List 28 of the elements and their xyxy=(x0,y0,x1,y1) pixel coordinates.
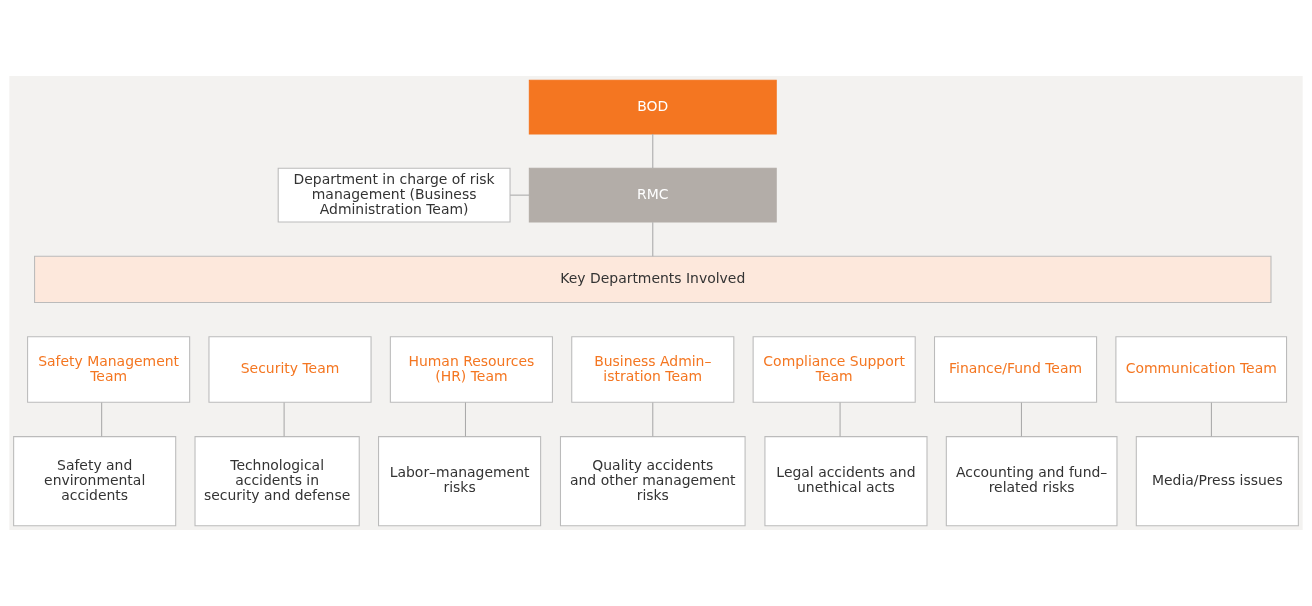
connector xyxy=(652,133,654,169)
node-box: Safety and environmental accidents xyxy=(13,436,177,527)
node-box: BOD xyxy=(528,79,777,135)
connector xyxy=(839,401,841,438)
node-box: Quality accidents and other management risks xyxy=(559,436,746,527)
node-box: Department in charge of risk management (Business Administration Team) xyxy=(277,167,511,223)
node-box: Labor–management risks xyxy=(378,436,542,527)
node-box: Finance/Fund Team xyxy=(934,336,1098,403)
node-box: Safety Management Team xyxy=(27,336,191,403)
connector xyxy=(464,401,467,438)
connector xyxy=(509,194,530,196)
node-box: Accounting and fund– related risks xyxy=(945,436,1118,527)
node-box: Business Admin– istration Team xyxy=(571,336,735,403)
node-box: Media/Press issues xyxy=(1135,436,1299,527)
node-box: Key Departments Involved xyxy=(34,255,1272,303)
connector xyxy=(652,401,654,438)
connector xyxy=(1020,401,1022,438)
connector xyxy=(652,221,654,257)
connector xyxy=(283,401,285,438)
node-box: Compliance Support Team xyxy=(752,336,916,403)
connector xyxy=(1210,401,1212,438)
node-box: Security Team xyxy=(208,336,372,403)
connector xyxy=(101,401,103,438)
node-box: Communication Team xyxy=(1115,336,1288,403)
node-box: Legal accidents and unethical acts xyxy=(764,436,928,527)
node-box: Technological accidents in security and defense xyxy=(194,436,360,527)
node-box: RMC xyxy=(528,167,777,223)
node-box: Human Resources (HR) Team xyxy=(389,336,553,403)
